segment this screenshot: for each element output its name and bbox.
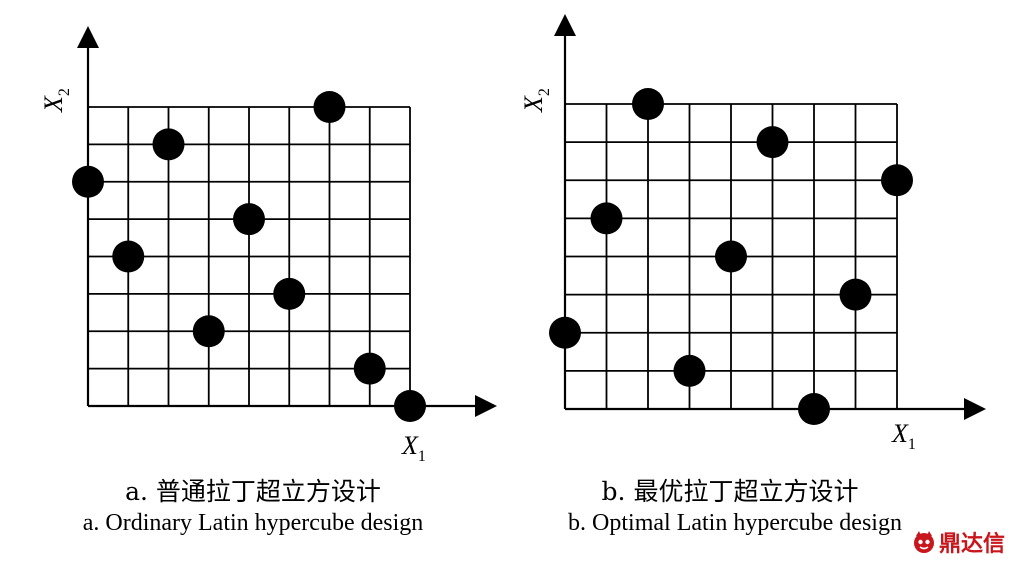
panel-a-caption-en: a. Ordinary Latin hypercube design <box>82 510 424 536</box>
x-axis-arrowhead <box>475 395 497 417</box>
sample-point <box>549 316 581 349</box>
x-axis-label: X1 <box>401 431 426 465</box>
sample-point <box>839 278 872 311</box>
panel-a-diagram: X1 X2 <box>39 26 497 465</box>
sample-point <box>192 315 225 348</box>
y-axis-label: X2 <box>39 88 73 113</box>
sample-point <box>798 393 830 425</box>
sample-point <box>313 91 346 123</box>
sample-point <box>715 240 747 273</box>
y-axis-arrowhead <box>554 14 576 36</box>
sample-point <box>590 202 623 235</box>
watermark-text: 鼎达信 <box>939 532 1006 557</box>
sample-point <box>394 390 426 422</box>
cat-face-logo-icon <box>914 531 934 553</box>
panel-a-caption-zh: a. 普通拉丁超立方设计 <box>125 477 381 506</box>
y-axis-arrowhead <box>77 26 99 48</box>
sample-point <box>233 203 265 236</box>
x-axis-label: X1 <box>891 419 916 453</box>
sample-point <box>673 354 706 387</box>
sample-point <box>353 352 386 385</box>
sample-point <box>273 277 306 310</box>
x-axis-arrowhead <box>964 398 986 420</box>
panel-b-caption-en: b. Optimal Latin hypercube design <box>568 510 902 536</box>
watermark-logo: 鼎达信 <box>912 526 1005 558</box>
panel-b-diagram: X1 X2 <box>519 14 986 453</box>
sample-point <box>152 128 185 161</box>
sample-point <box>112 240 145 273</box>
sample-point <box>756 126 789 159</box>
sample-point <box>72 165 104 198</box>
y-axis-label: X2 <box>519 88 553 113</box>
panel-b-caption-zh: b. 最优拉丁超立方设计 <box>601 477 859 506</box>
sample-point <box>632 88 664 120</box>
sample-point <box>881 164 913 197</box>
